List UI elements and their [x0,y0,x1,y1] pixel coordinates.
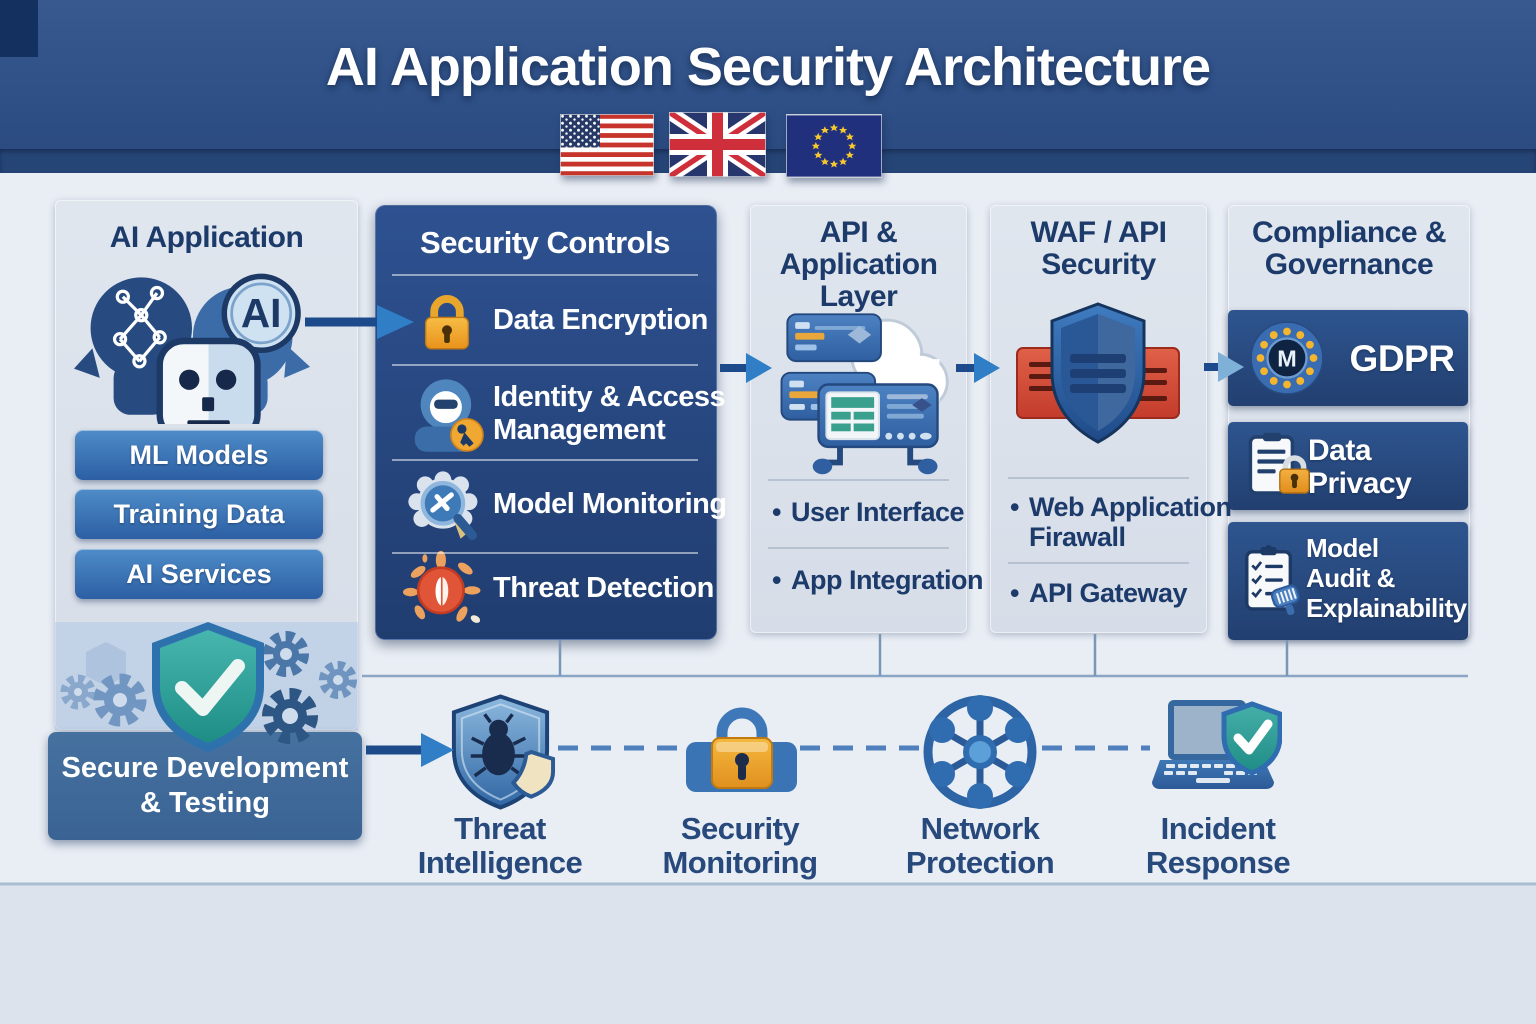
security-controls-title: Security Controls [420,225,670,260]
gear-dark [262,688,318,744]
api-gateway-item: • API Gateway [1010,578,1188,608]
network-protection-icon [923,695,1037,809]
ai-application-title: AI Application [109,221,304,254]
divider [1008,562,1189,564]
lock-icon [424,295,470,350]
app-integration-item: • App Integration [772,565,983,595]
training-data-label: Training Data [113,498,285,529]
ai-services-button: AI Services [75,549,323,599]
page-title: AI Application Security Architecture [325,37,1211,97]
training-data-button: Training Data [75,489,323,539]
divider [392,364,698,366]
divider [392,459,698,461]
model-monitoring-icon [408,471,478,540]
ai-heads-icon: AI [73,273,311,424]
us-flag-icon [560,114,654,176]
security-monitoring-label: Security Monitoring [662,811,818,880]
divider [768,547,949,549]
hex-shape [86,642,126,686]
identity-access-label: Identity & Access Management [493,381,726,446]
ml-models-button: ML Models [75,430,323,480]
model-audit-label: Model Audit & Explainability [1306,533,1467,623]
divider [392,552,698,554]
threat-detection-icon [403,550,481,623]
waf-shield-firewall-icon [1016,302,1180,444]
model-audit-icon [1245,545,1300,615]
arrow-securedev-to-threatintel [366,733,454,767]
bullet-dot: • [772,565,781,595]
compliance-title: Compliance & Governance [1251,216,1447,281]
threat-intelligence-icon [451,694,556,810]
model-monitoring-label: Model Monitoring [493,488,727,520]
threat-intelligence-label: Threat Intelligence [417,811,583,880]
network-protection-label: Network Protection [905,811,1055,880]
ai-services-label: AI Services [126,558,272,589]
bullet-dot: • [1010,492,1019,522]
data-privacy-icon [1248,432,1310,495]
svg-text:AI: AI [241,290,282,336]
api-cloud-servers-icon [780,313,949,475]
ml-models-label: ML Models [129,439,269,470]
gear-top-right [263,631,309,677]
gear-left [93,673,147,727]
header-ridge [0,149,1536,173]
api-layer-title: API & Application Layer [779,216,938,313]
security-monitoring-icon [686,707,797,792]
bug-shape [470,713,527,778]
incident-response-label: Incident Response [1145,811,1291,880]
bottom-band [0,885,1536,1024]
divider [392,274,698,276]
svg-text:M: M [1277,346,1297,372]
web-application-firewall-item: • Web Application Firawall [1010,492,1232,552]
incident-response-icon [1152,700,1282,789]
bullet-dot: • [1010,578,1019,608]
divider [768,479,949,481]
secure-dev-line2: & Testing [140,787,270,819]
data-encryption-label: Data Encryption [493,304,708,336]
user-interface-item: • User Interface [772,497,965,527]
secure-dev-line1: Secure Development [61,752,349,784]
gdpr-label: GDPR [1349,338,1455,379]
gear-right-small [319,661,357,699]
eu-flag-icon [786,114,882,178]
ai-badge: AI [221,273,301,353]
gear-small-left [60,674,96,710]
data-privacy-label: Data Privacy [1308,434,1412,500]
divider [1008,477,1189,479]
shield-check [152,622,264,752]
threat-detection-label: Threat Detection [493,572,714,604]
bullet-dot: • [772,497,781,527]
server-card-1 [786,313,882,363]
header [0,0,1536,149]
waf-title: WAF / API Security [1030,216,1167,281]
robot-face [156,337,261,424]
gdpr-stars-icon: M [1250,321,1324,395]
uk-flag-icon [669,112,766,177]
secure-dev-shield-gears-icon [60,622,357,752]
identity-icon [414,379,484,452]
corner-square [0,0,38,57]
device-panel [817,383,939,449]
